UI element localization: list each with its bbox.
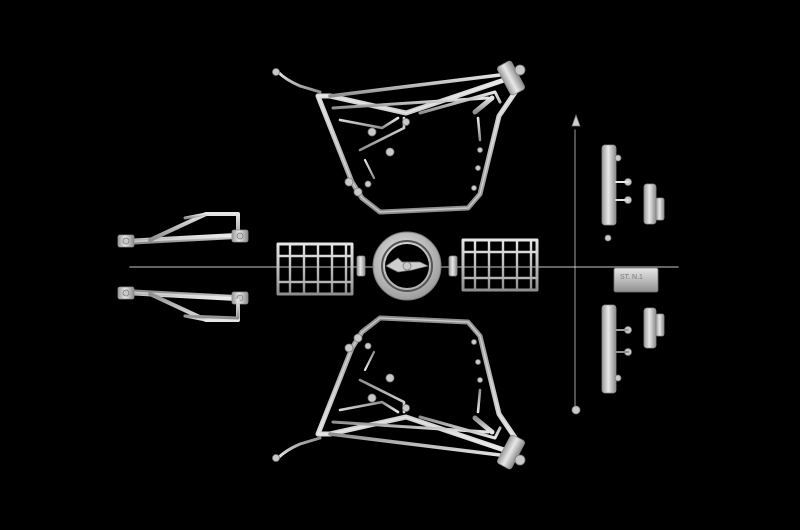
vertical-rod-part [571,113,581,415]
fork-tube-parts [596,144,632,394]
swing-arm-part [118,214,248,320]
sprue-tag-label: ST. N.1 [620,274,643,281]
sprue-tag: ST. N.1 [613,267,659,293]
hub-part [356,231,458,301]
